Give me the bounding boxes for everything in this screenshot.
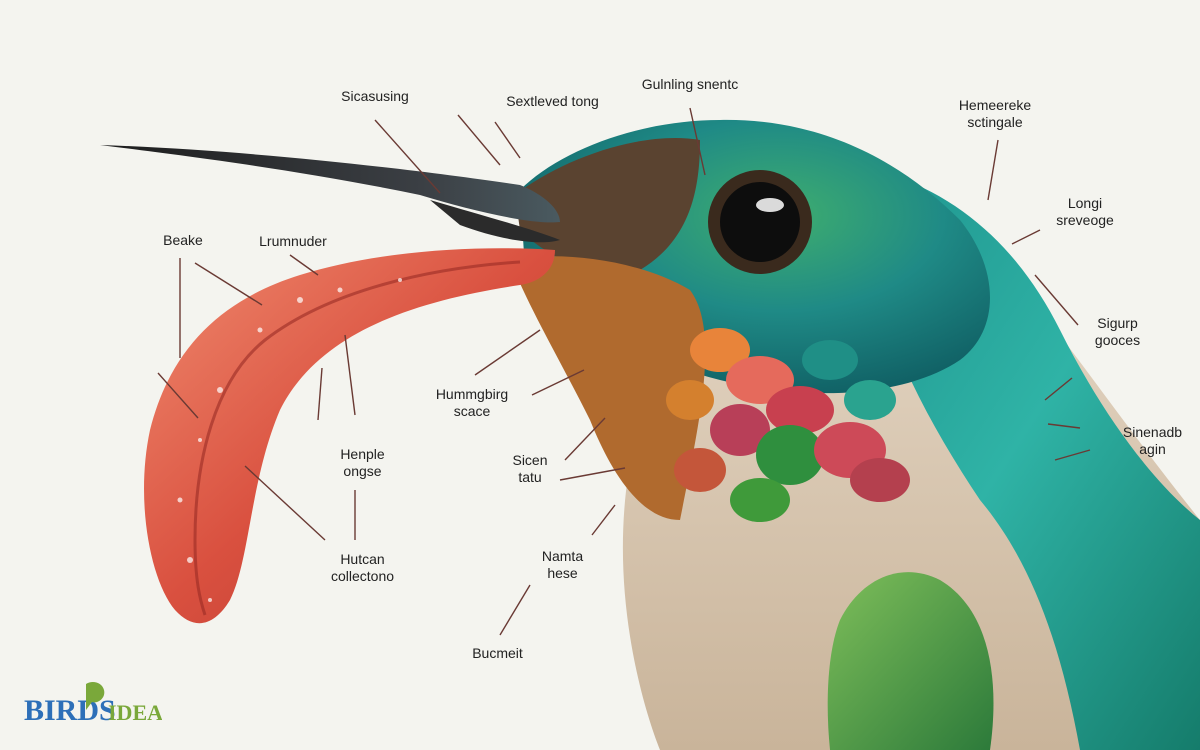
bird-throat xyxy=(510,256,706,520)
birds-idea-logo: BIRDS IDEA xyxy=(24,682,162,727)
bird-beak-lower xyxy=(430,200,560,243)
label-lrumnuder: Lrumnuder xyxy=(259,233,327,249)
bird-crown xyxy=(515,138,700,273)
label-hummagbirg-scace: Hummgbirg scace xyxy=(435,386,509,419)
tongue-droplets xyxy=(177,278,402,602)
label-bucmeit: Bucmeit xyxy=(472,645,523,661)
label-sicen-tatu: Sicen tatu xyxy=(512,452,548,485)
label-gulnling-snentc: Gulnling snentc xyxy=(641,76,739,92)
label-sicasusing: Sicasusing xyxy=(341,88,409,104)
logo-text-idea: IDEA xyxy=(108,700,162,725)
bird-wing xyxy=(827,572,994,750)
label-sinenadb-agin: Sinenadb agin xyxy=(1122,424,1183,457)
label-hutcan-collectono: Hutcan collectono xyxy=(330,551,395,584)
bird-eye xyxy=(720,182,800,262)
logo-text-birds: BIRDS xyxy=(24,694,116,727)
tongue-groove xyxy=(193,260,521,616)
label-henple-ongse: Henple ongse xyxy=(340,446,385,479)
label-beake: Beake xyxy=(163,232,203,248)
label-sextleved-tong: Sextleved tong xyxy=(506,93,599,109)
label-sigurp-gooces: Sigurp gooces xyxy=(1094,315,1141,348)
label-namta-hese: Namta hese xyxy=(541,548,584,581)
label-hemeereke-sctingale: Hemeereke sctingale xyxy=(958,97,1032,130)
bird-beak xyxy=(100,145,560,223)
leader-lines xyxy=(157,107,1091,636)
gorget-scales xyxy=(666,328,910,522)
bird-tongue xyxy=(144,248,555,624)
label-longi-sreveoge: Longi sreveoge xyxy=(1056,195,1114,228)
